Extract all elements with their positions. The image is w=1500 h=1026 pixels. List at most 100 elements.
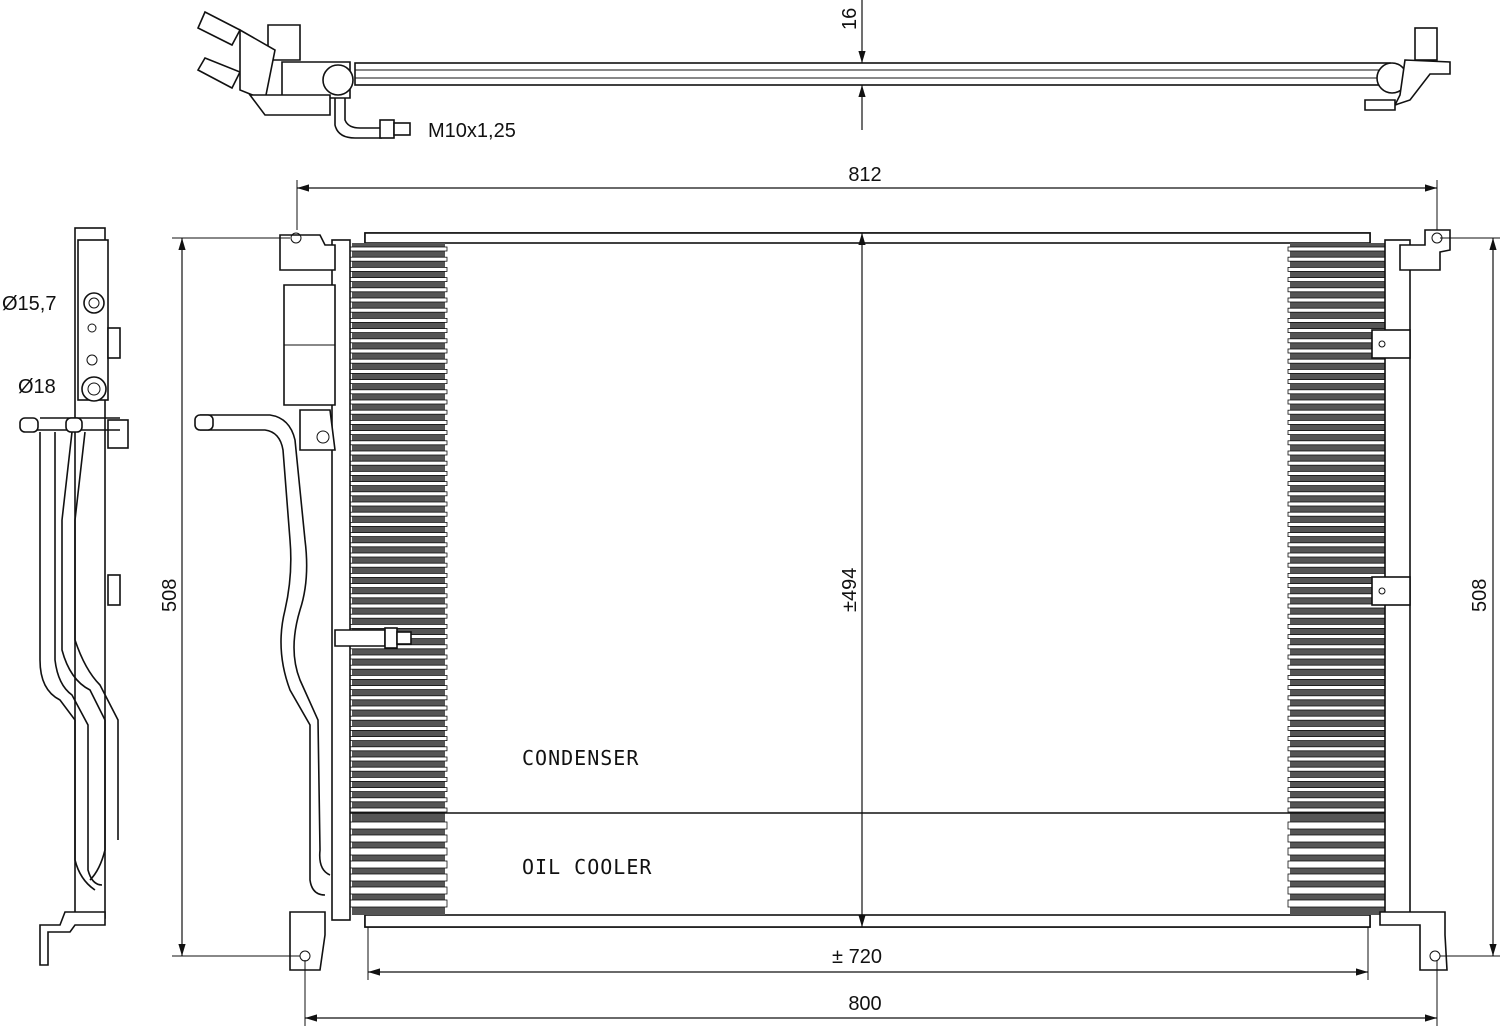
tube (349, 491, 448, 497)
tube (1287, 766, 1388, 772)
left-header-fittings (194, 232, 412, 971)
tube (1287, 440, 1388, 446)
tube (1287, 470, 1388, 476)
tube (1287, 511, 1388, 517)
oil-cooler-tube (349, 899, 448, 908)
oil-cooler-tube (1287, 847, 1388, 856)
core-height-label: ±494 (839, 568, 861, 612)
tube (349, 430, 448, 436)
tube (349, 348, 448, 354)
tube (1287, 675, 1388, 680)
condenser-label: CONDENSER (522, 746, 639, 770)
tube (1287, 715, 1388, 721)
tube (349, 379, 448, 385)
core-width-label: ± 720 (832, 946, 882, 968)
tube (1287, 287, 1388, 293)
oil-cooler-tube (349, 821, 448, 830)
diameter-2-label: Ø18 (18, 376, 56, 398)
tube (1287, 736, 1388, 741)
tube (349, 368, 448, 374)
tube (349, 450, 448, 456)
tube (349, 328, 448, 334)
tube (349, 766, 448, 772)
tube (349, 246, 448, 252)
tube (349, 573, 448, 578)
tube (1287, 256, 1388, 262)
tube (349, 470, 448, 476)
tube (1287, 246, 1388, 252)
oil-cooler-tube (1287, 860, 1388, 869)
tube (349, 277, 448, 283)
tube (349, 266, 448, 272)
tube (349, 807, 448, 813)
tube (349, 307, 448, 313)
left-fin-band (352, 243, 445, 915)
tube (1287, 746, 1388, 752)
tube (349, 440, 448, 446)
tube (349, 522, 448, 527)
tube (1287, 430, 1388, 436)
right-fin-band (1290, 243, 1385, 915)
bottom-side-plate (364, 914, 1371, 928)
oil-cooler-tube (1287, 821, 1388, 830)
height-left-label: 508 (159, 579, 181, 612)
tube (1287, 705, 1388, 711)
tube (1287, 501, 1388, 507)
tube (1287, 522, 1388, 527)
tube (1287, 685, 1388, 690)
tube (1287, 277, 1388, 283)
top-left-fittings (196, 10, 411, 139)
tube (1287, 266, 1388, 272)
top-view: 16 M10x1,25 (196, 0, 1451, 142)
tube (1287, 644, 1388, 650)
tube (349, 358, 448, 364)
tube (349, 511, 448, 517)
height-right-label: 508 (1469, 579, 1491, 612)
tube (349, 287, 448, 293)
tube (1287, 419, 1388, 425)
tube (349, 409, 448, 415)
tube (1287, 562, 1388, 568)
tube (1287, 460, 1388, 466)
oil-cooler-tube (1287, 899, 1388, 908)
tube (1287, 664, 1388, 670)
tube (349, 736, 448, 741)
tube (349, 705, 448, 711)
tube (1287, 613, 1388, 619)
oil-cooler-tube (349, 860, 448, 869)
tube (349, 675, 448, 680)
thread-label: M10x1,25 (428, 120, 516, 142)
tube (349, 624, 448, 629)
tube (349, 389, 448, 395)
top-side-plate (364, 232, 1371, 244)
oil-cooler-tube (1287, 886, 1388, 895)
tube (349, 654, 448, 660)
tube (1287, 726, 1388, 731)
tube (1287, 624, 1388, 629)
fin-bands (349, 243, 1388, 915)
tube (349, 256, 448, 262)
tube (1287, 542, 1388, 548)
tube (349, 797, 448, 803)
oil-cooler-tube (349, 847, 448, 856)
tube (349, 746, 448, 752)
tube (1287, 552, 1388, 558)
tube (349, 460, 448, 466)
tube (349, 583, 448, 588)
tube (349, 613, 448, 619)
tube (1287, 317, 1388, 323)
tube (1287, 532, 1388, 537)
oil-cooler-tube (349, 834, 448, 843)
oil-cooler-tube (1287, 873, 1388, 882)
side-view: Ø15,7 Ø18 (2, 227, 129, 966)
tube (1287, 695, 1388, 701)
tube (349, 715, 448, 721)
front-view: CONDENSER OIL COOLER ±494 (194, 229, 1451, 971)
oil-cooler-tube (349, 873, 448, 882)
tube (349, 481, 448, 487)
tube (349, 552, 448, 558)
tube (349, 726, 448, 731)
tube (1287, 307, 1388, 313)
tube (1287, 358, 1388, 364)
